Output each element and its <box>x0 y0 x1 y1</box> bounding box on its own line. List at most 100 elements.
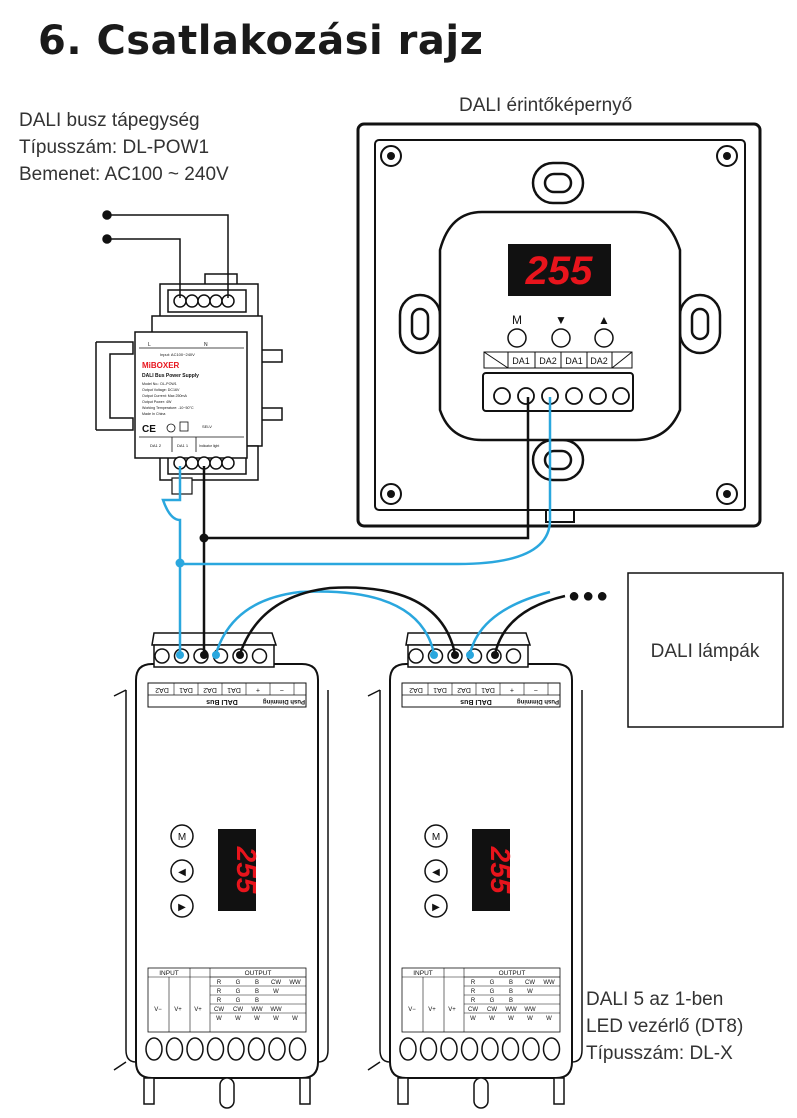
front-text: SELV <box>202 424 212 429</box>
table-cell: WW <box>505 1007 517 1013</box>
table-cell: B <box>509 998 513 1004</box>
touch-display-value: 255 <box>525 249 593 293</box>
terminal-screw-icon <box>542 1037 561 1061</box>
table-cell: W <box>527 989 533 995</box>
continuation-dots: ●●● <box>568 585 610 607</box>
arrow-left-icon: ◀ <box>432 867 440 878</box>
table-cell: CW <box>525 980 535 986</box>
front-text: N <box>204 342 208 348</box>
front-text: Input: AC100~240V <box>160 352 195 357</box>
m-icon: M <box>178 832 186 843</box>
table-cell: R <box>217 998 222 1004</box>
dali-lamps-label: DALI lámpák <box>651 641 760 662</box>
brand-logo: MiBOXER <box>142 361 180 370</box>
front-text: Working Temperature: -10~50°C <box>142 406 194 410</box>
power-supply-name: DALI busz tápegység <box>19 110 200 131</box>
terminal-screw-icon <box>268 1037 286 1061</box>
dali-bus-wires <box>161 397 566 655</box>
dali-touch-panel: 255 M ▼ ▲ DA1 DA2 DA1 DA2 <box>356 122 762 528</box>
dali-lamps-box: DALI lámpák <box>627 572 784 728</box>
touchscreen-label: DALI érintőképernyő <box>459 95 633 116</box>
power-supply-model: Típusszám: DL-POW1 <box>19 137 210 158</box>
table-cell: W <box>216 1016 222 1022</box>
din-rail <box>95 341 283 431</box>
controller-button[interactable]: M <box>424 824 448 848</box>
terminal-label: DA2 <box>409 686 423 693</box>
table-header: INPUT <box>159 970 179 977</box>
terminal-label: − <box>534 686 538 693</box>
controller-display <box>472 829 510 911</box>
table-cell: V− <box>154 1007 162 1013</box>
terminal-screw-icon <box>186 1037 204 1061</box>
touch-button-down[interactable]: ▼ <box>551 313 571 348</box>
table-cell: WW <box>543 980 555 986</box>
front-text: Model No.: DL-POW1 <box>142 382 177 386</box>
terminal-label: − <box>280 686 284 693</box>
controller-button[interactable]: ▶ <box>424 894 448 918</box>
table-cell: G <box>236 980 241 986</box>
table-header: OUTPUT <box>245 970 272 977</box>
controller-label: DALI 5 az 1-ben LED vezérlő (DT8) Típuss… <box>586 986 743 1067</box>
triangle-down-icon: ▼ <box>555 313 567 327</box>
group-label: Push Dimming <box>517 698 559 704</box>
table-cell: W <box>508 1016 514 1022</box>
terminal-label: + <box>256 686 260 693</box>
terminal-screw-icon <box>493 387 630 405</box>
output-table <box>147 967 307 1033</box>
touch-button-m[interactable]: M <box>507 313 527 348</box>
table-cell: W <box>292 1016 298 1022</box>
table-cell: CW <box>271 980 281 986</box>
terminal-screw-icon <box>501 1037 520 1061</box>
controller-button[interactable]: ◀ <box>170 859 194 883</box>
table-cell: W <box>527 1016 533 1022</box>
controller-display-value: 255 <box>231 846 262 894</box>
table-cell: W <box>489 1016 495 1022</box>
terminal-label: DA1 <box>512 356 530 366</box>
output-table <box>401 967 561 1033</box>
table-cell: V− <box>408 1007 416 1013</box>
m-icon: M <box>432 832 440 843</box>
terminal-screw-icon <box>227 1037 245 1061</box>
arrow-left-icon: ◀ <box>178 867 186 878</box>
power-supply-input: Bemenet: AC100 ~ 240V <box>19 164 229 185</box>
table-cell: G <box>490 980 495 986</box>
front-text: Output Power: 4W <box>142 400 172 404</box>
table-cell: CW <box>487 1007 497 1013</box>
controller-button[interactable]: M <box>170 824 194 848</box>
table-cell: B <box>509 980 513 986</box>
terminal-label: DA1 <box>227 686 241 693</box>
table-header: OUTPUT <box>499 970 526 977</box>
controller-button[interactable]: ▶ <box>170 894 194 918</box>
touch-display <box>508 244 611 296</box>
table-cell: W <box>470 1016 476 1022</box>
group-label: Push Dimming <box>263 698 305 704</box>
terminal-screw-icon <box>460 1037 479 1061</box>
page-title: 6. Csatlakozási rajz <box>38 18 484 64</box>
table-cell: W <box>273 989 279 995</box>
table-cell: V+ <box>428 1007 436 1013</box>
terminal-label: DA1 <box>179 686 193 693</box>
terminal-screw-icon <box>408 648 424 664</box>
front-text: Output Current: Max 250mA <box>142 394 188 398</box>
table-cell: B <box>255 989 259 995</box>
controller-button[interactable]: ◀ <box>424 859 448 883</box>
table-cell: W <box>273 1016 279 1022</box>
terminal-label: DA2 <box>155 686 169 693</box>
terminal-screw-icon <box>165 1037 184 1061</box>
terminal-screw-icon <box>419 1037 438 1061</box>
table-cell: B <box>255 998 259 1004</box>
terminal-screw-icon <box>522 1037 540 1061</box>
dali-power-supply: L N Input: AC100~240V MiBOXER DALI Bus P… <box>134 273 263 495</box>
front-text: Made In China <box>142 412 165 416</box>
terminal-screw-icon <box>440 1037 458 1061</box>
touch-button-up[interactable]: ▲ <box>594 313 614 348</box>
table-cell: B <box>509 989 513 995</box>
table-cell: R <box>217 980 222 986</box>
triangle-up-icon: ▲ <box>598 313 610 327</box>
controller-model: Típusszám: DL-X <box>586 1043 733 1064</box>
screw-icon <box>380 145 738 505</box>
table-cell: WW <box>289 980 301 986</box>
terminal-screw-icon <box>173 294 235 470</box>
